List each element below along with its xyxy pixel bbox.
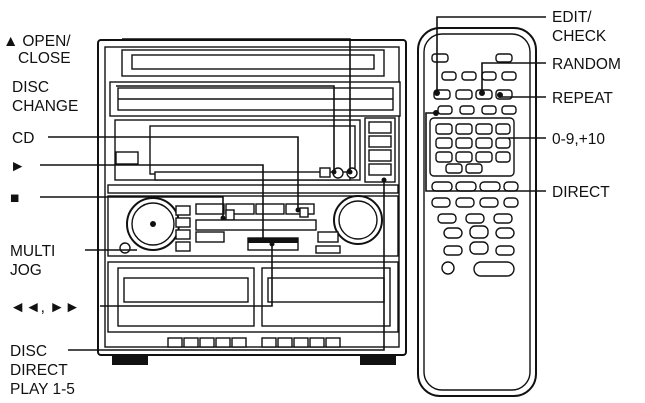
stereo-unit <box>97 39 407 365</box>
cd-label: CD <box>12 130 34 147</box>
stop-icon: ■ <box>10 190 19 207</box>
disc-direct-label: DISC <box>10 343 47 360</box>
disc-change-label: DISC <box>12 79 49 96</box>
play-icon: ► <box>10 158 25 175</box>
edit-check-label: EDIT/ <box>552 9 592 26</box>
disc-tray-top <box>109 49 401 117</box>
callout-lines <box>40 16 546 351</box>
repeat-label: REPEAT <box>552 90 613 107</box>
numbers-label: 0-9,+10 <box>552 131 605 148</box>
side-button-column <box>364 117 396 183</box>
volume-knob <box>333 195 383 245</box>
random-label: RANDOM <box>552 56 621 73</box>
callout-dots <box>220 90 503 247</box>
open-close-icon: ▲ <box>3 33 18 50</box>
control-panel <box>107 195 399 257</box>
cassette-decks <box>107 261 399 333</box>
disc-direct-label-3: PLAY 1-5 <box>10 381 75 398</box>
multi-jog-knob <box>126 197 180 251</box>
open-close-label: OPEN/ <box>22 33 71 50</box>
direct-label: DIRECT <box>552 184 610 201</box>
open-close-label-2: CLOSE <box>18 50 71 67</box>
multi-jog-label-2: JOG <box>10 262 42 279</box>
svg-text:▲OPEN/: ▲OPEN/ <box>3 33 71 50</box>
number-pad <box>429 117 515 177</box>
display-panel <box>114 119 361 181</box>
multi-jog-label: MULTI <box>10 243 55 260</box>
remote-control <box>417 27 537 397</box>
disc-change-label-2: CHANGE <box>12 98 78 115</box>
edit-check-label-2: CHECK <box>552 28 607 45</box>
skip-icons: ◄◄, ►► <box>10 299 80 316</box>
disc-direct-buttons <box>167 337 341 348</box>
disc-direct-label-2: DIRECT <box>10 362 68 379</box>
